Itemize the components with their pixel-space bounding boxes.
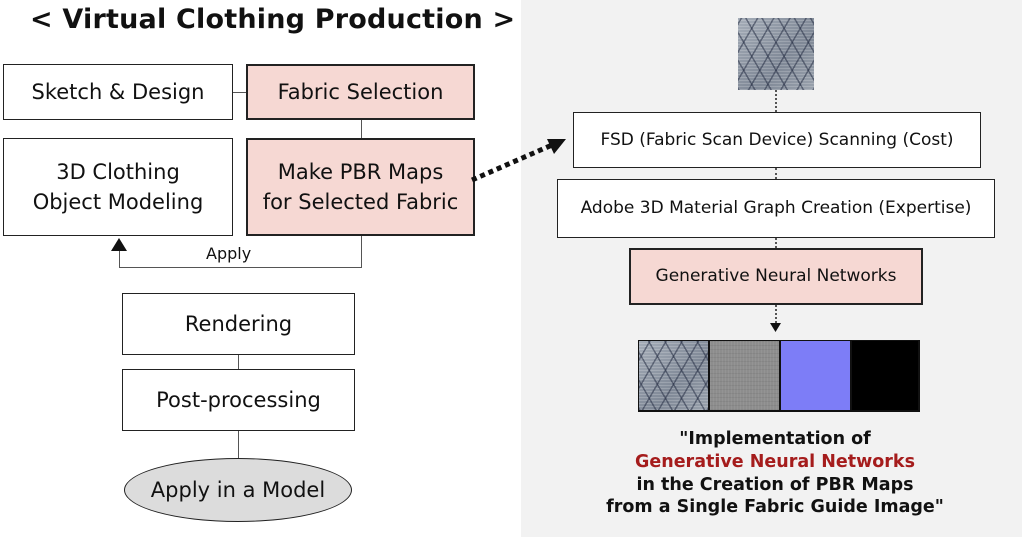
apply-in-model-node: Apply in a Model — [124, 458, 352, 522]
apply-in-model-label: Apply in a Model — [150, 478, 326, 502]
rendering-box: Rendering — [122, 293, 355, 355]
connector-apply-horizontal — [119, 267, 362, 268]
pbr-maps-strip — [638, 340, 920, 412]
adobe-graph-box: Adobe 3D Material Graph Creation (Expert… — [557, 179, 995, 238]
connector-apply-up — [119, 250, 120, 268]
caption-line-1: "Implementation of — [679, 429, 871, 449]
make-pbr-maps-label-1: Make PBR Maps — [277, 159, 444, 184]
dotted-connector-adobe-gnn — [775, 238, 777, 248]
dotted-connector-image-fsd — [775, 90, 777, 112]
gnn-label: Generative Neural Networks — [655, 266, 897, 287]
pbr-to-panel-dashed-link — [470, 142, 554, 183]
connector-fabric-pbr — [361, 120, 362, 139]
clothing-modeling-box: 3D Clothing Object Modeling — [3, 138, 233, 236]
apply-label: Apply — [206, 244, 252, 263]
pbr-to-panel-arrow-head — [547, 139, 566, 154]
caption-line-3: in the Creation of PBR Maps — [636, 474, 914, 495]
sketch-design-label: Sketch & Design — [31, 79, 205, 104]
roughness-map — [710, 341, 779, 410]
normal-map — [781, 341, 850, 410]
fsd-scanning-box: FSD (Fabric Scan Device) Scanning (Cost) — [573, 112, 981, 168]
dotted-connector-gnn-maps — [775, 305, 777, 323]
albedo-map — [639, 341, 708, 410]
make-pbr-maps-label-2: for Selected Fabric — [262, 190, 459, 214]
rendering-label: Rendering — [184, 311, 293, 336]
dotted-connector-fsd-adobe — [775, 168, 777, 179]
gnn-output-arrow-head — [770, 323, 781, 332]
gnn-box: Generative Neural Networks — [629, 248, 923, 305]
connector-render-post — [238, 355, 239, 369]
make-pbr-maps-box: Make PBR Maps for Selected Fabric — [246, 138, 475, 236]
height-map — [852, 341, 918, 410]
fsd-scanning-label: FSD (Fabric Scan Device) Scanning (Cost) — [600, 129, 954, 150]
caption-line-4: from a Single Fabric Guide Image" — [606, 497, 944, 518]
diagram-title: < Virtual Clothing Production > — [30, 4, 516, 35]
fabric-guide-image — [738, 18, 814, 90]
caption-line-2: Generative Neural Networks — [635, 451, 915, 472]
connector-pbr-apply — [361, 236, 362, 268]
connector-post-model — [238, 431, 239, 459]
figure-caption: "Implementation of Generative Neural Net… — [540, 428, 1010, 519]
fabric-selection-box: Fabric Selection — [246, 64, 475, 120]
clothing-modeling-label-1: 3D Clothing — [56, 159, 180, 184]
apply-arrow-head — [111, 238, 127, 251]
connector-sketch-fabric — [232, 92, 246, 93]
fabric-selection-label: Fabric Selection — [277, 79, 444, 104]
post-processing-box: Post-processing — [122, 369, 355, 431]
sketch-design-box: Sketch & Design — [3, 64, 233, 120]
post-processing-label: Post-processing — [156, 387, 321, 412]
adobe-graph-label: Adobe 3D Material Graph Creation (Expert… — [580, 198, 972, 219]
clothing-modeling-label-2: Object Modeling — [32, 190, 204, 214]
